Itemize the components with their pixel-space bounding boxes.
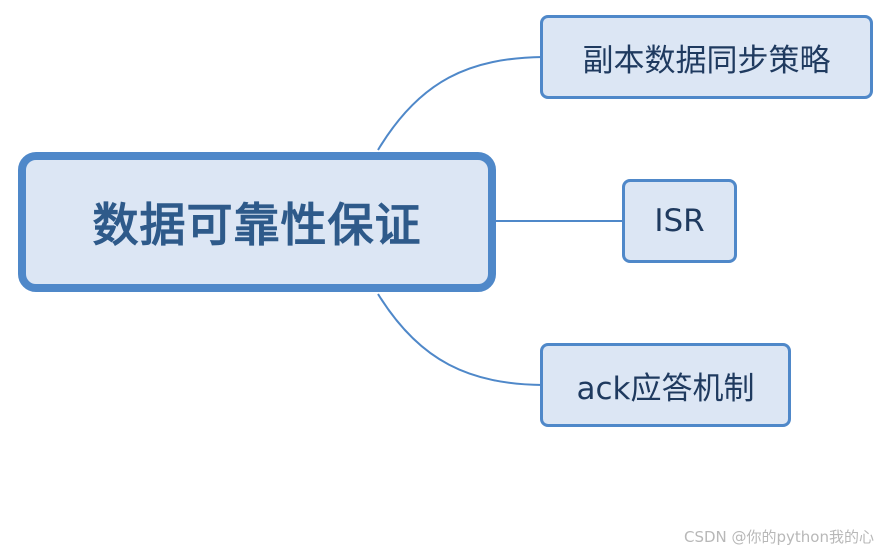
central-topic-label: 数据可靠性保证 xyxy=(92,198,422,252)
subtopic-label: 副本数据同步策略 xyxy=(582,42,831,79)
connector-to-subtopic-2 xyxy=(377,293,544,386)
subtopic-node-replica-sync-strategy[interactable]: 副本数据同步策略 xyxy=(540,15,873,99)
subtopic-node-isr[interactable]: ISR xyxy=(622,179,737,263)
central-topic-node[interactable]: 数据可靠性保证 xyxy=(18,152,496,292)
watermark-text: CSDN @你的python我的心 xyxy=(683,528,874,546)
subtopic-label: ack应答机制 xyxy=(576,370,755,407)
subtopic-node-ack-mechanism[interactable]: ack应答机制 xyxy=(540,343,791,427)
connector-to-subtopic-0 xyxy=(377,56,544,151)
subtopic-label: ISR xyxy=(654,203,705,239)
